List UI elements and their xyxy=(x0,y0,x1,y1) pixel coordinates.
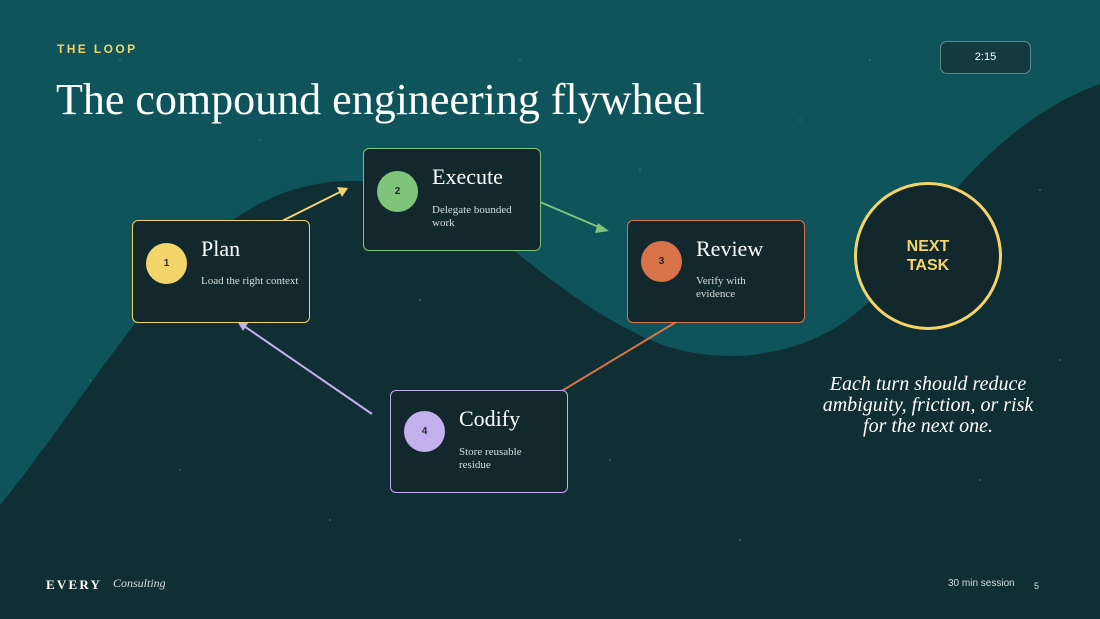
step-description: Delegate bounded work xyxy=(432,204,512,229)
page-title: The compound engineering flywheel xyxy=(56,75,705,124)
step-description: Load the right context xyxy=(201,275,299,287)
section-eyebrow: THE LOOP xyxy=(57,42,138,56)
step-description: Store reusable residue xyxy=(459,446,522,471)
timer-badge: 2:15 xyxy=(940,41,1031,74)
step-execute: 2 Execute Delegate bounded work xyxy=(363,148,541,251)
arrowhead-plan xyxy=(237,321,248,331)
step-description: Verify with evidence xyxy=(696,275,746,300)
step-review: 3 Review Verify with evidence xyxy=(627,220,805,323)
step-number-badge: 2 xyxy=(377,171,418,212)
step-number-badge: 4 xyxy=(404,411,445,452)
arrow-codify-to-plan xyxy=(243,325,373,415)
takeaway-quote: Each turn should reduce ambiguity, frict… xyxy=(822,373,1034,437)
step-number-badge: 3 xyxy=(641,241,682,282)
arrowhead-review xyxy=(595,223,609,233)
page-number: 5 xyxy=(1034,581,1040,591)
brand-logo: EVERY xyxy=(46,577,103,592)
arrowhead-execute xyxy=(337,187,348,197)
arrow-review-to-codify xyxy=(559,321,677,393)
next-task-circle: NEXT TASK xyxy=(854,182,1002,330)
step-label: Execute xyxy=(432,164,503,189)
star-speckles xyxy=(89,59,1061,541)
session-length: 30 min session xyxy=(948,578,1015,589)
brand-subtitle: Consulting xyxy=(113,576,166,590)
step-plan: 1 Plan Load the right context xyxy=(132,220,310,323)
next-task-label: NEXT TASK xyxy=(906,238,950,274)
arrow-execute-to-review xyxy=(539,201,602,229)
step-codify: 4 Codify Store reusable residue xyxy=(390,390,568,493)
step-label: Plan xyxy=(201,236,241,261)
wave-shape xyxy=(0,0,1100,505)
step-number-badge: 1 xyxy=(146,243,187,284)
step-label: Codify xyxy=(459,406,521,431)
step-label: Review xyxy=(696,236,764,261)
